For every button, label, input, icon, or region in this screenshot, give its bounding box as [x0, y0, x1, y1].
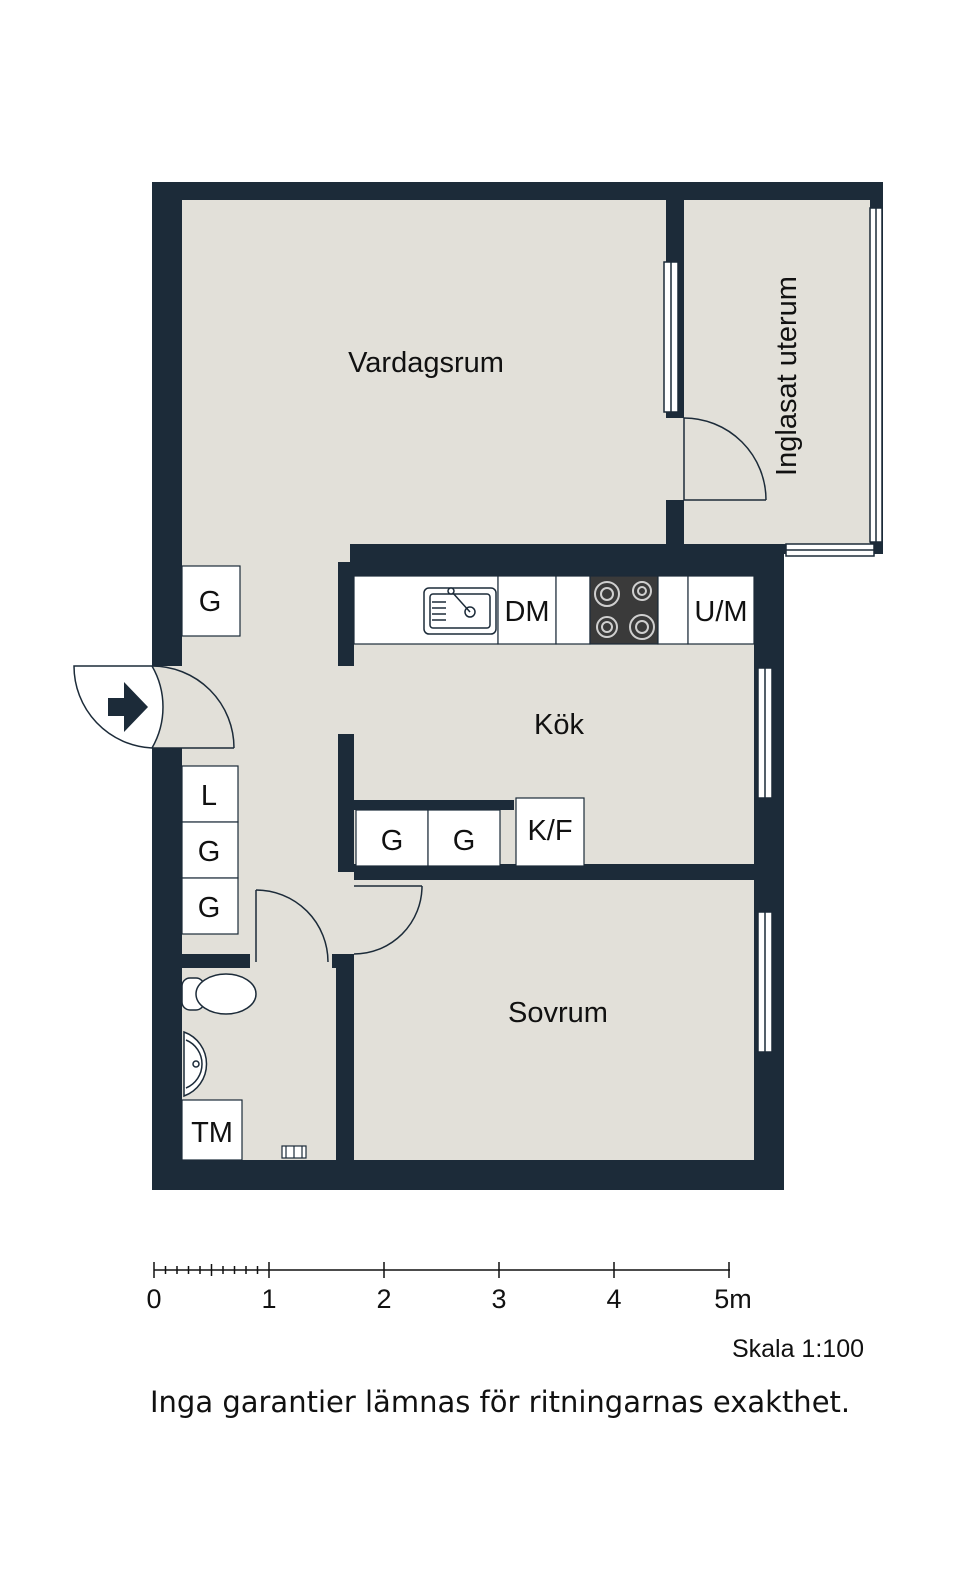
scale-tick-4: 4 [606, 1284, 621, 1314]
wardrobe-hall-low-label: G [198, 892, 221, 924]
door-bedroom [353, 885, 423, 955]
dishwasher-unit [497, 575, 557, 645]
fridge-freezer [515, 797, 585, 867]
scale-tick-1: 1 [261, 1284, 276, 1314]
opening-kitchen [336, 666, 356, 734]
oven-microwave-label: U/M [694, 596, 747, 628]
wardrobe-kitchen-2-label: G [453, 825, 476, 857]
floor-sunroom [684, 200, 870, 544]
scale-label: Skala 1:100 [732, 1335, 864, 1363]
hall-storage [181, 565, 241, 935]
opening-bedroom [336, 872, 356, 954]
washing-machine [181, 1099, 243, 1161]
floor-bedroom [354, 880, 754, 1160]
disclaimer-text: Inga garantier lämnas för ritningarnas e… [150, 1385, 850, 1419]
toilet-icon [181, 973, 257, 1015]
floor-hallway-right [250, 544, 338, 954]
scale-bar [153, 1262, 730, 1278]
kitchen-sink-icon [423, 587, 497, 635]
counter-right [657, 575, 689, 645]
scale-tick-0: 0 [146, 1284, 161, 1314]
scale-tick-3: 3 [491, 1284, 506, 1314]
wall-kitchen-bedroom [354, 864, 754, 880]
windows [663, 207, 883, 1053]
scale-tick-5: 5m [714, 1284, 752, 1314]
sink-icon [183, 1030, 208, 1098]
faucet-icon [447, 587, 471, 613]
scale-tick-2: 2 [376, 1284, 391, 1314]
dishwasher-label: DM [504, 596, 549, 628]
linen-closet-label: L [201, 780, 217, 812]
entrance-arrow-icon [108, 682, 148, 732]
window-sunroom-south [785, 543, 875, 557]
room-label-living: Vardagsrum [348, 347, 504, 379]
floor-drain-icon [281, 1145, 307, 1159]
wardrobe-hall-top [181, 565, 241, 637]
wall-kitchen-wardrobe-back [354, 800, 514, 810]
stove-icon [594, 581, 655, 640]
linen-closet [181, 765, 239, 823]
window-living-sunroom [663, 261, 679, 413]
wardrobe-kitchen-2 [427, 809, 501, 867]
window-kitchen-east [757, 667, 773, 799]
fridge-freezer-label: K/F [527, 815, 572, 847]
window-bedroom-east [757, 911, 773, 1053]
opening-bathroom [250, 950, 332, 970]
kitchen-storage [355, 797, 585, 867]
wardrobe-hall-low [181, 877, 239, 935]
floor-living-room [182, 200, 666, 544]
door-sunroom [683, 417, 767, 501]
washing-machine-label: TM [191, 1117, 233, 1149]
room-label-sunroom: Inglasat uterum [771, 276, 803, 476]
wardrobe-kitchen-1 [355, 809, 429, 867]
room-label-kitchen: Kök [534, 709, 584, 741]
wardrobe-hall-mid-label: G [198, 836, 221, 868]
stove-unit [589, 575, 659, 645]
window-sunroom-east [869, 207, 883, 543]
oven-microwave-unit [687, 575, 755, 645]
door-bathroom [255, 889, 329, 963]
opening-sunroom-door [664, 418, 686, 500]
counter-mid [555, 575, 591, 645]
room-label-bedroom: Sovrum [508, 997, 608, 1029]
wardrobe-kitchen-1-label: G [381, 825, 404, 857]
wardrobe-hall-top-label: G [199, 586, 222, 618]
